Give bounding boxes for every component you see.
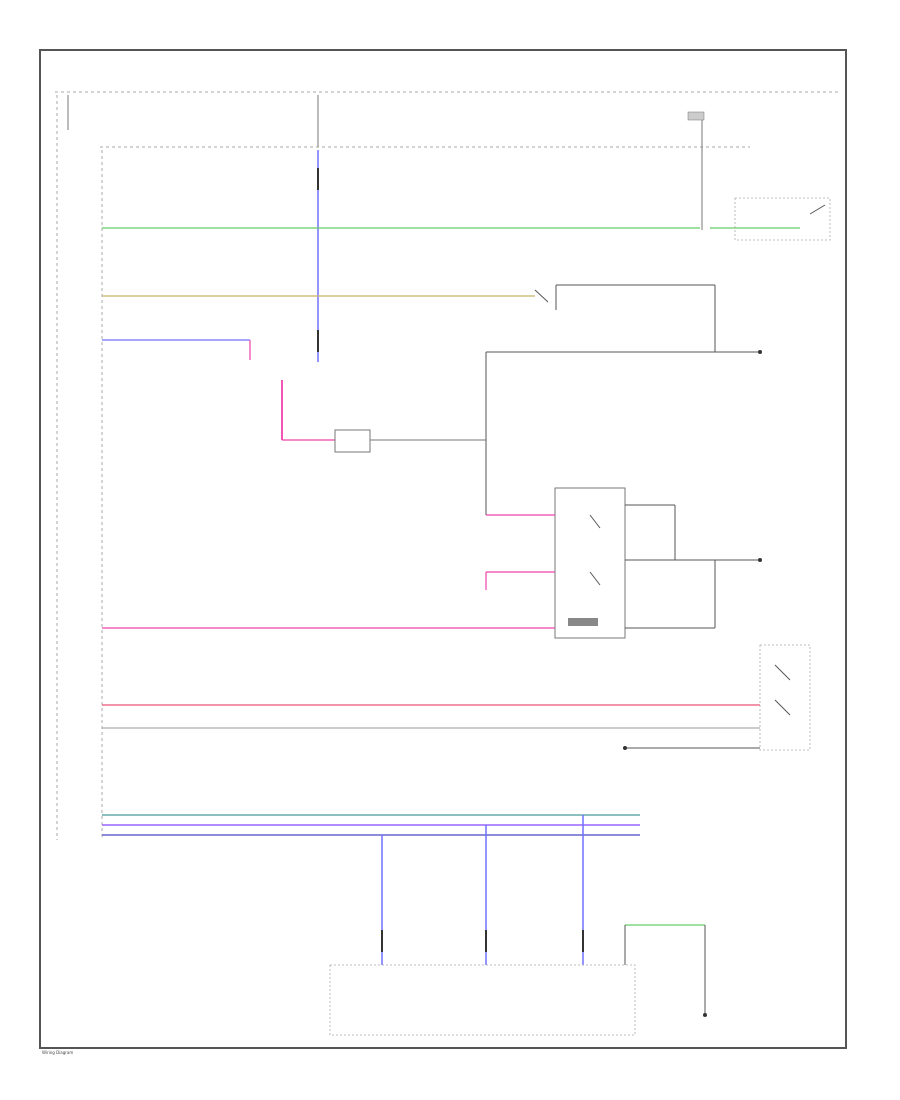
ground-dot-bottom-right — [703, 1013, 707, 1017]
ground-dot-bottom — [623, 746, 627, 750]
fuse-block-right — [687, 111, 705, 121]
door-switch-contact — [809, 204, 826, 215]
door-switch-box — [734, 197, 831, 241]
relay-box — [334, 429, 371, 453]
transmission-switch-module — [554, 487, 626, 639]
yellow-switch-contact — [534, 289, 549, 303]
shift-lock-solenoid — [568, 618, 598, 626]
tr-switch-contact-1 — [589, 514, 601, 529]
shift-lever-switch-box — [759, 644, 811, 751]
sensor-module-box — [329, 964, 636, 1036]
ground-dot-mid — [758, 558, 762, 562]
shift-lever-contact-1 — [774, 664, 791, 681]
shift-lever-contact-2 — [774, 699, 791, 716]
page-label: Wiring Diagram — [42, 1050, 73, 1055]
tr-switch-contact-2 — [589, 571, 601, 586]
ground-dot-right — [758, 350, 762, 354]
diagram-frame — [39, 49, 847, 1049]
